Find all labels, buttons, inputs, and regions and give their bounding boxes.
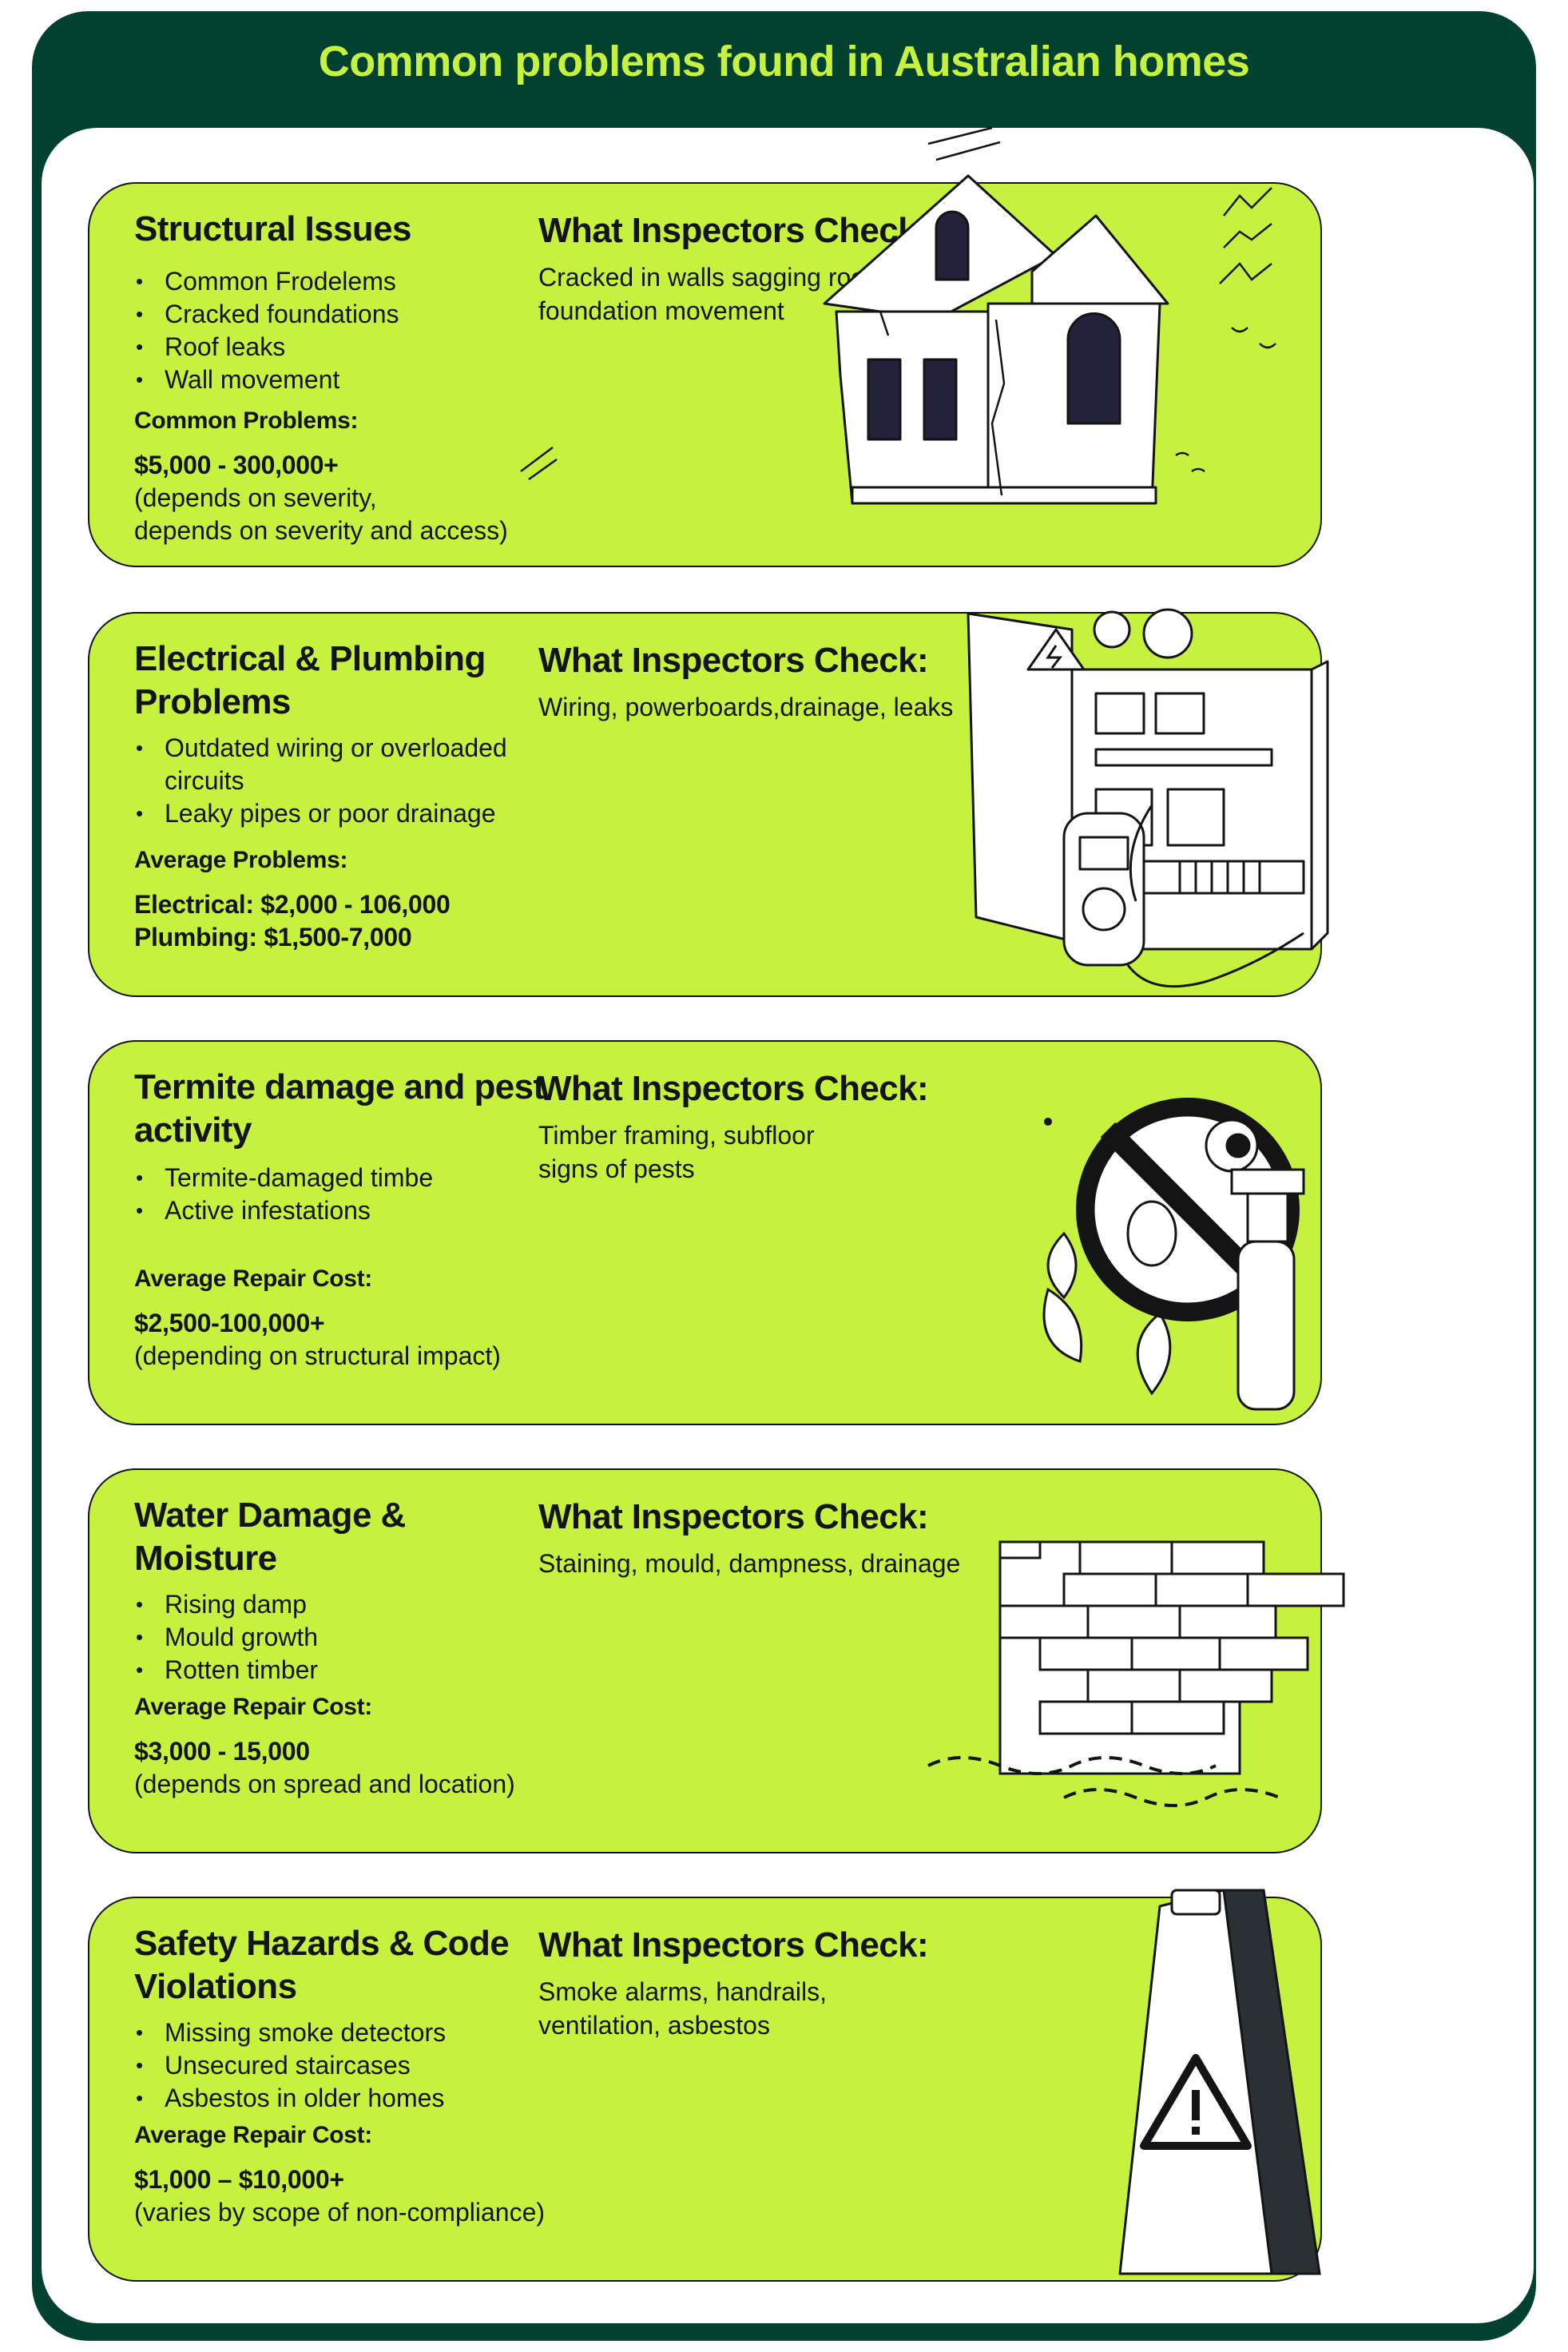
cost-heading: Average Repair Cost:: [134, 2122, 372, 2148]
cost-value: $2,500-100,000+: [134, 1309, 325, 1337]
list-item: Rotten timber: [134, 1654, 318, 1687]
no-pests-icon: [1042, 1098, 1305, 1411]
list-item: Termite-damaged timbe: [134, 1162, 433, 1194]
cost-note: (depending on structural impact): [134, 1341, 501, 1370]
card-water-damage: Water Damage & Moisture Rising damp Moul…: [88, 1468, 1345, 1853]
cost-value: Electrical: $2,000 - 106,000: [134, 890, 451, 919]
check-heading: What Inspectors Check:: [538, 641, 929, 680]
list-item: Mould growth: [134, 1621, 318, 1654]
list-item: Common Frodelems: [134, 265, 399, 298]
list-item: Leaky pipes or poor drainage: [134, 797, 518, 830]
check-text: Cracked in walls sagging roofs, foundati…: [538, 263, 892, 325]
cost-note: depends on severity and access): [134, 516, 508, 545]
cost-value: Plumbing: $1,500-7,000: [134, 923, 412, 952]
cost-note: (varies by scope of non-compliance): [134, 2198, 546, 2227]
cost-note: (depends on severity,: [134, 483, 377, 512]
list-item: Unsecured staircases: [134, 2049, 446, 2082]
check-text: Timber framing, subfloor signs of pests: [538, 1121, 815, 1183]
check-text: Wiring, powerboards,drainage, leaks: [538, 693, 954, 721]
cost-value: $1,000 – $10,000+: [134, 2165, 344, 2194]
check-heading: What Inspectors Check:: [538, 1069, 929, 1108]
list-item: Cracked foundations: [134, 298, 399, 331]
house-icon: [520, 126, 1276, 505]
card-title: Safety Hazards & Code Violations: [134, 1924, 510, 2006]
problem-list: Rising damp Mould growth Rotten timber: [134, 1588, 318, 1687]
page-title: Common problems found in Australian home…: [318, 38, 1250, 85]
electrical-panel-icon: [967, 608, 1329, 988]
list-item: Roof leaks: [134, 331, 399, 364]
card-title: Electrical & Plumbing Problems: [134, 639, 486, 721]
brick-wall-icon: [927, 1540, 1345, 1807]
card-structural-issues: Structural Issues Common Frodelems Crack…: [88, 126, 1322, 567]
cost-value: $3,000 - 15,000: [134, 1737, 310, 1766]
list-item: Outdated wiring or overloaded circuits: [134, 732, 518, 797]
card-title: Structural Issues: [134, 209, 411, 248]
card-termite-pest: Termite damage and pest activity Termite…: [88, 1040, 1322, 1425]
problem-list: Outdated wiring or overloaded circuits L…: [134, 732, 518, 830]
warning-sign-icon: [1118, 1889, 1321, 2275]
cost-heading: Average Problems:: [134, 847, 348, 873]
list-item: Asbestos in older homes: [134, 2082, 446, 2115]
cost-heading: Average Repair Cost:: [134, 1694, 372, 1720]
check-heading: What Inspectors Check:: [538, 1925, 929, 1965]
cost-heading: Average Repair Cost:: [134, 1265, 372, 1292]
check-text: Staining, mould, dampness, drainage: [538, 1549, 961, 1578]
card-safety-hazards: Safety Hazards & Code Violations Missing…: [88, 1889, 1322, 2282]
cost-note: (depends on spread and location): [134, 1770, 515, 1798]
list-item: Wall movement: [134, 364, 399, 396]
card-title: Termite damage and pest activity: [134, 1067, 545, 1150]
cost-heading: Common Problems:: [134, 407, 359, 434]
problem-list: Common Frodelems Cracked foundations Roo…: [134, 265, 399, 396]
card-title: Water Damage & Moisture: [134, 1496, 406, 1578]
problem-list: Missing smoke detectors Unsecured stairc…: [134, 2016, 446, 2115]
card-electrical-plumbing: Electrical & Plumbing Problems Outdated …: [88, 608, 1329, 997]
list-item: Missing smoke detectors: [134, 2016, 446, 2049]
check-text: Smoke alarms, handrails, ventilation, as…: [538, 1977, 828, 2040]
list-item: Active infestations: [134, 1194, 433, 1227]
problem-list: Termite-damaged timbe Active infestation…: [134, 1162, 433, 1227]
check-heading: What Inspectors Check:: [538, 1497, 929, 1536]
cost-value: $5,000 - 300,000+: [134, 451, 339, 479]
list-item: Rising damp: [134, 1588, 318, 1621]
check-heading: What Inspectors Check:: [538, 211, 929, 250]
